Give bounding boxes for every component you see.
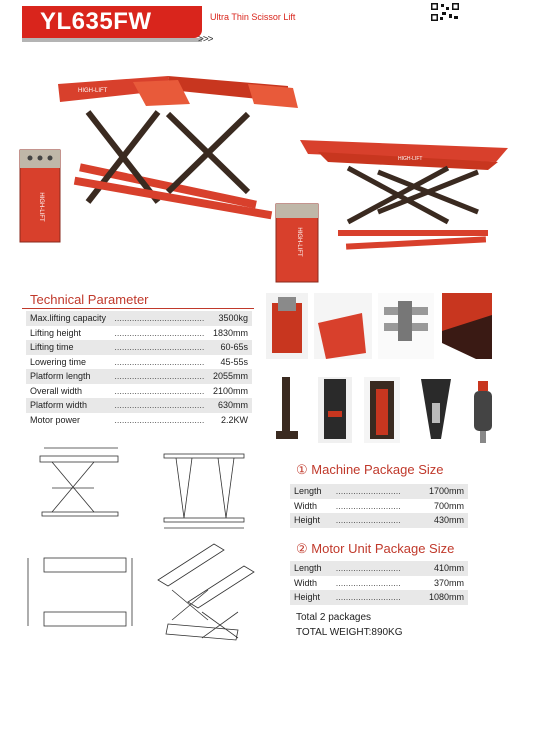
scissor-lift-right: HIGH-LIFT xyxy=(300,140,508,250)
detail-photo-4 xyxy=(442,293,492,359)
package-label: Height xyxy=(290,590,332,605)
table-row: Lifting height..........................… xyxy=(26,325,252,340)
machine-package-table: Length..........................1700mm W… xyxy=(290,484,468,528)
param-label: Motor power xyxy=(26,412,111,427)
param-label: Max.lifting capacity xyxy=(26,311,111,326)
svg-text:HIGH-LIFT: HIGH-LIFT xyxy=(296,227,302,257)
package-label: Length xyxy=(290,484,332,499)
qr-code-icon xyxy=(430,2,460,22)
package-value: 370mm xyxy=(417,575,468,590)
machine-package-title: ① Machine Package Size xyxy=(296,462,444,477)
table-row: Length..........................1700mm xyxy=(290,484,468,499)
param-label: Platform length xyxy=(26,369,111,384)
detail-photo-3 xyxy=(378,293,434,359)
param-value: 2100mm xyxy=(208,383,252,398)
table-row: Platform length.........................… xyxy=(26,369,252,384)
param-value: 1830mm xyxy=(208,325,252,340)
detail-photo-1 xyxy=(266,293,308,359)
drawing-side-view xyxy=(39,447,119,517)
package-label: Height xyxy=(290,513,332,528)
param-label: Lifting height xyxy=(26,325,111,340)
svg-text:HIGH-LIFT: HIGH-LIFT xyxy=(78,88,108,94)
param-value: 45-55s xyxy=(208,354,252,369)
drawing-isometric-view xyxy=(157,543,255,641)
table-row: Max.lifting capacity....................… xyxy=(26,311,252,326)
table-row: Platform width..........................… xyxy=(26,398,252,413)
table-row: Length..........................410mm xyxy=(290,561,468,576)
table-row: Overall width...........................… xyxy=(26,383,252,398)
package-label: Width xyxy=(290,498,332,513)
scissor-lift-left: HIGH-LIFT xyxy=(58,76,298,220)
total-weight: TOTAL WEIGHT:890KG xyxy=(296,627,403,638)
package-value: 1080mm xyxy=(417,590,468,605)
param-label: Platform width xyxy=(26,398,111,413)
product-subtitle: Ultra Thin Scissor Lift xyxy=(210,12,296,22)
total-packages: Total 2 packages xyxy=(296,612,372,623)
detail-photo-2 xyxy=(314,293,372,359)
technical-parameter-title: Technical Parameter xyxy=(30,292,149,307)
drawing-front-view xyxy=(163,453,245,529)
param-label: Lifting time xyxy=(26,340,111,355)
arrows-decoration: >>> xyxy=(198,34,214,45)
control-cabinet-left: HIGH-LIFT xyxy=(19,149,61,243)
title-underline xyxy=(22,308,254,309)
detail-photo-8 xyxy=(416,377,456,443)
table-row: Lifting time............................… xyxy=(26,340,252,355)
param-label: Lowering time xyxy=(26,354,111,369)
svg-text:HIGH-LIFT: HIGH-LIFT xyxy=(398,156,422,162)
detail-photo-7 xyxy=(364,377,400,443)
package-value: 410mm xyxy=(417,561,468,576)
svg-text:HIGH-LIFT: HIGH-LIFT xyxy=(38,192,44,222)
control-cabinet-right: HIGH-LIFT xyxy=(275,203,319,283)
technical-parameter-table: Max.lifting capacity....................… xyxy=(26,311,252,427)
technical-drawings xyxy=(27,447,255,641)
component-detail-photos xyxy=(266,293,492,443)
detail-photo-6 xyxy=(318,377,352,443)
detail-photo-5 xyxy=(274,377,300,443)
model-header-tab xyxy=(22,6,202,42)
table-row: Height..........................430mm xyxy=(290,513,468,528)
param-label: Overall width xyxy=(26,383,111,398)
param-value: 3500kg xyxy=(208,311,252,326)
motor-package-table: Length..........................410mm Wi… xyxy=(290,561,468,605)
param-value: 2.2KW xyxy=(208,412,252,427)
package-label: Length xyxy=(290,561,332,576)
product-lift-illustration: HIGH-LIFT HIGH-LIFT HIGH-LIFT HIGH-LIFT xyxy=(19,76,508,283)
detail-photo-9 xyxy=(474,381,492,443)
package-value: 700mm xyxy=(417,498,468,513)
model-number: YL635FW xyxy=(40,8,152,35)
param-value: 630mm xyxy=(208,398,252,413)
table-row: Lowering time...........................… xyxy=(26,354,252,369)
table-row: Motor power.............................… xyxy=(26,412,252,427)
package-value: 1700mm xyxy=(417,484,468,499)
motor-package-title: ② Motor Unit Package Size xyxy=(296,541,455,556)
param-value: 60-65s xyxy=(208,340,252,355)
package-value: 430mm xyxy=(417,513,468,528)
table-row: Width..........................370mm xyxy=(290,575,468,590)
table-row: Height..........................1080mm xyxy=(290,590,468,605)
package-label: Width xyxy=(290,575,332,590)
table-row: Width..........................700mm xyxy=(290,498,468,513)
param-value: 2055mm xyxy=(208,369,252,384)
drawing-top-view xyxy=(27,557,133,627)
